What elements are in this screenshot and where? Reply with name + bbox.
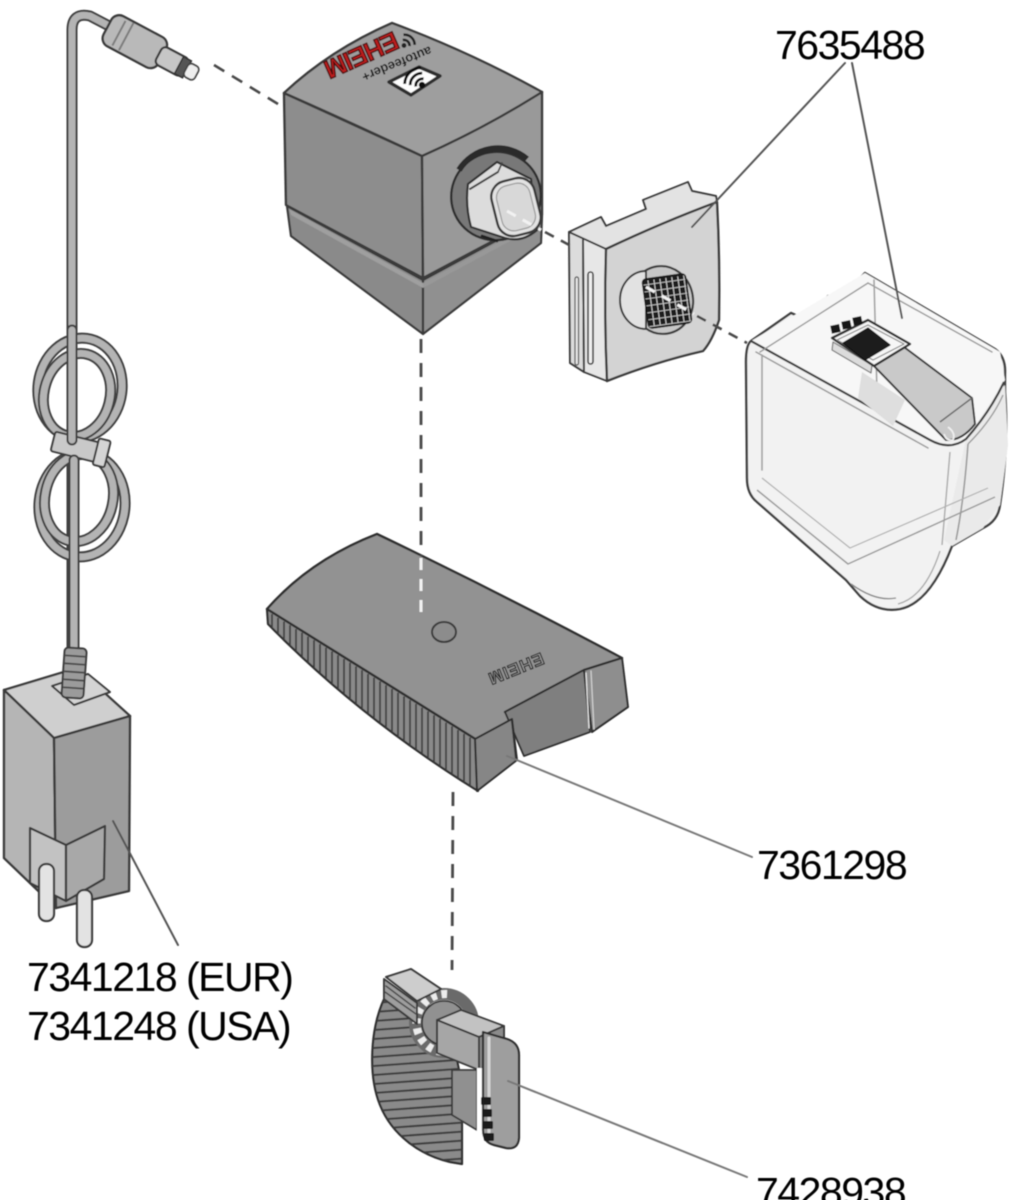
svg-text:7341218 (EUR): 7341218 (EUR) [27,954,292,1000]
svg-text:7428938: 7428938 [756,1169,906,1200]
svg-text:7341248 (USA): 7341248 (USA) [27,1003,290,1049]
svg-text:7635488: 7635488 [775,22,925,68]
svg-text:7361298: 7361298 [757,842,907,888]
